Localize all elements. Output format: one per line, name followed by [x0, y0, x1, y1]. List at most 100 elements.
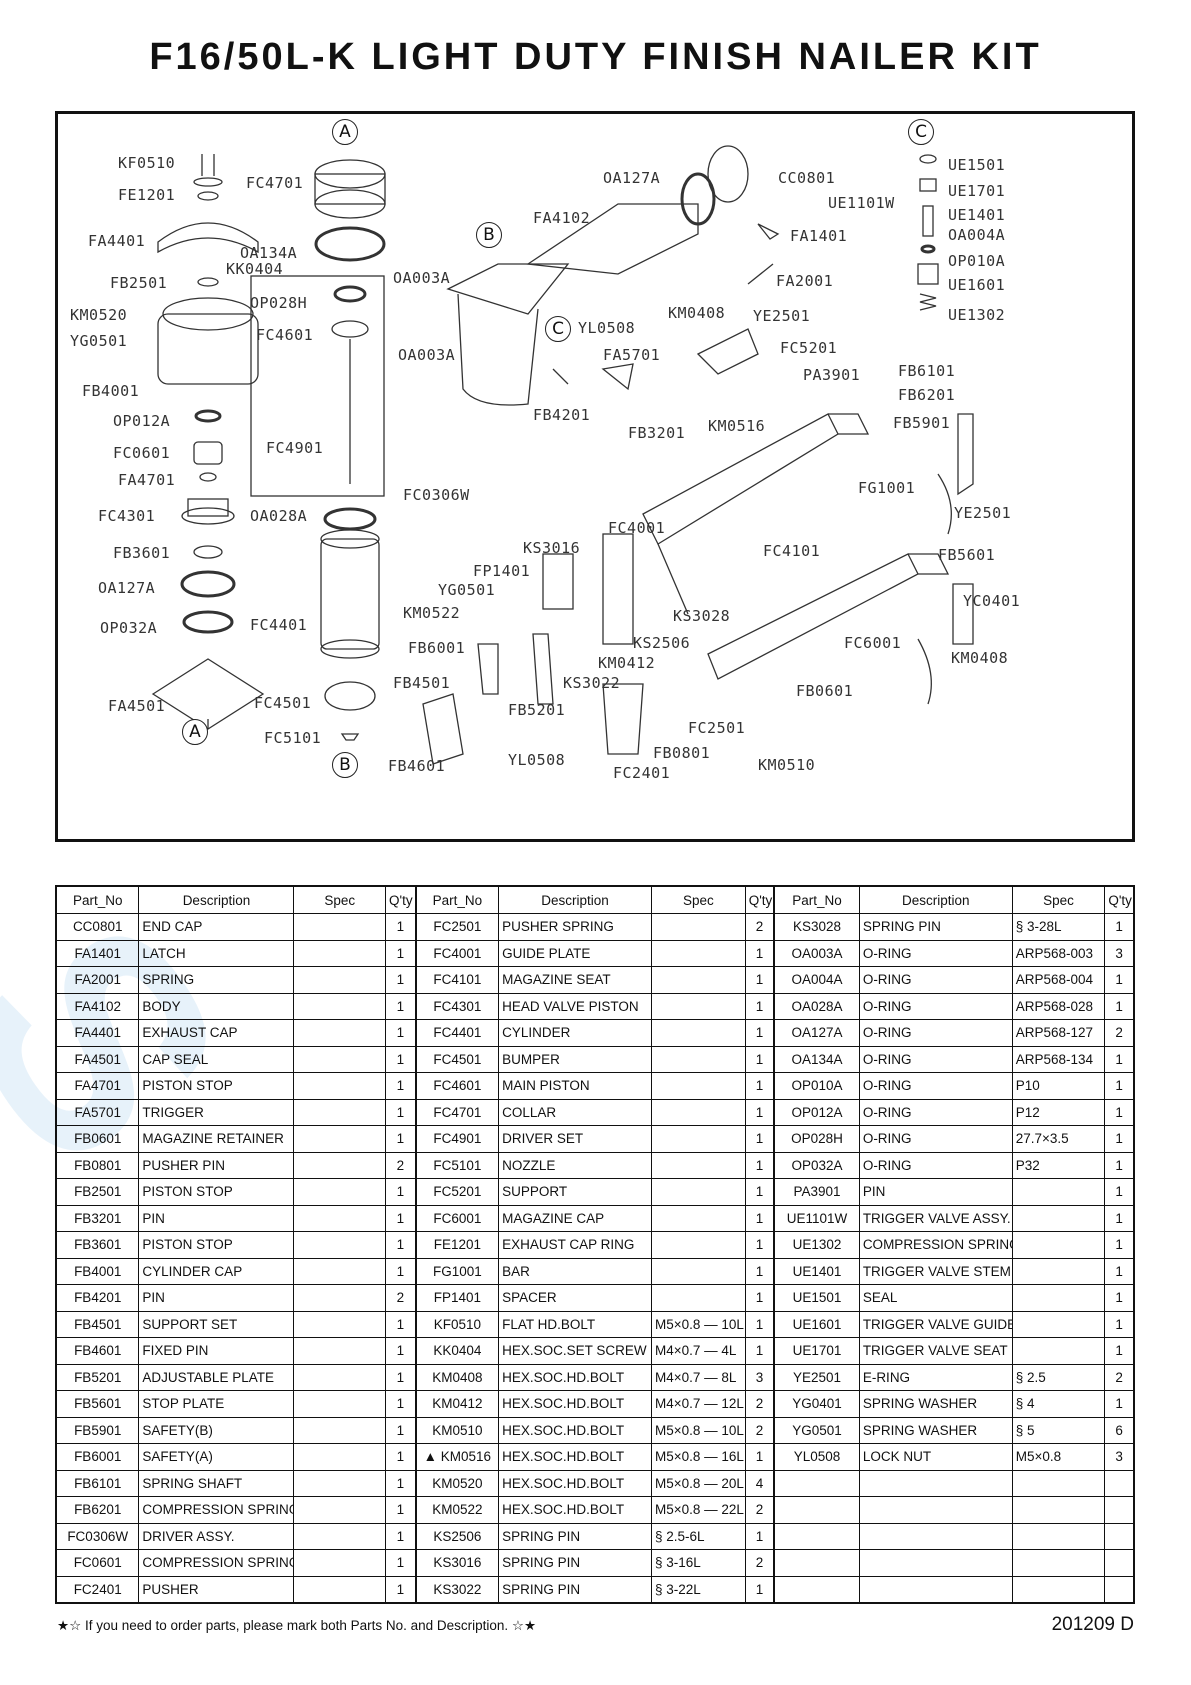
spec-cell: M5×0.8 — 10L	[651, 1310, 746, 1338]
part-no-cell: UE1302	[773, 1231, 860, 1259]
qty-cell: 1	[385, 1231, 417, 1259]
part-callout-label: FC6001	[844, 634, 902, 652]
spec-cell	[1011, 1310, 1106, 1338]
qty-cell: 1	[744, 939, 775, 967]
qty-cell: 1	[1104, 1125, 1135, 1153]
part-callout-label: KS3028	[673, 607, 731, 625]
part-callout-label: KF0510	[118, 154, 176, 172]
spec-cell	[293, 1390, 387, 1418]
part-callout-label: UE1401	[948, 206, 1006, 224]
qty-cell: 3	[1104, 939, 1135, 967]
part-no-cell: CC0801	[55, 913, 140, 941]
part-no-cell: UE1501	[773, 1284, 860, 1312]
description-cell: TRIGGER VALVE STEM	[858, 1257, 1013, 1285]
qty-cell: 1	[1104, 1284, 1135, 1312]
description-cell: CYLINDER CAP	[138, 1257, 295, 1285]
qty-cell: 6	[1104, 1416, 1135, 1444]
qty-cell: 1	[1104, 1337, 1135, 1365]
part-no-cell: YE2501	[773, 1363, 860, 1391]
description-cell: PIN	[138, 1204, 295, 1232]
part-no-cell: FC4901	[414, 1125, 500, 1153]
description-cell	[858, 1469, 1013, 1497]
qty-cell: 2	[744, 1416, 775, 1444]
qty-cell: 1	[1104, 1151, 1135, 1179]
part-callout-label: FC4501	[254, 694, 312, 712]
spec-cell	[293, 1098, 387, 1126]
part-callout-label: FC0601	[113, 444, 171, 462]
qty-cell: 1	[385, 1257, 417, 1285]
spec-cell	[651, 1098, 746, 1126]
part-callout-label: FA4701	[118, 471, 176, 489]
part-no-cell: UE1101W	[773, 1204, 860, 1232]
description-cell: SPRING PIN	[498, 1549, 652, 1577]
spec-cell: ARP568-004	[1011, 966, 1106, 994]
qty-cell: 1	[1104, 992, 1135, 1020]
spec-cell	[293, 1125, 387, 1153]
spec-cell	[1011, 1496, 1106, 1524]
description-cell: PUSHER PIN	[138, 1151, 295, 1179]
description-cell: SPACER	[498, 1284, 652, 1312]
part-callout-label: FC2401	[613, 764, 671, 782]
spec-cell: ARP568-134	[1011, 1045, 1106, 1073]
description-cell: E-RING	[858, 1363, 1013, 1391]
qty-cell: 1	[1104, 1310, 1135, 1338]
header-spec: Spec	[293, 885, 387, 914]
spec-cell	[293, 1469, 387, 1497]
description-cell: O-RING	[858, 1151, 1013, 1179]
spec-cell	[293, 1204, 387, 1232]
spec-cell: M4×0.7 — 8L	[651, 1363, 746, 1391]
qty-cell: 2	[385, 1151, 417, 1179]
description-cell: EXHAUST CAP	[138, 1019, 295, 1047]
description-cell: HEX.SOC.HD.BOLT	[498, 1363, 652, 1391]
part-callout-label: OP012A	[113, 412, 171, 430]
part-callout-label: FC5201	[780, 339, 838, 357]
description-cell: SAFETY(A)	[138, 1443, 295, 1471]
description-cell: END CAP	[138, 913, 295, 941]
spec-cell	[293, 939, 387, 967]
part-no-cell: YG0401	[773, 1390, 860, 1418]
part-no-cell: FB5601	[55, 1390, 140, 1418]
description-cell: TRIGGER	[138, 1098, 295, 1126]
part-callout-label: KK0404	[226, 260, 284, 278]
part-callout-label: FC4601	[256, 326, 314, 344]
qty-cell: 2	[744, 1496, 775, 1524]
part-callout-label: FC5101	[264, 729, 322, 747]
part-no-cell: FC4601	[414, 1072, 500, 1100]
spec-cell: ARP568-003	[1011, 939, 1106, 967]
part-callout-label: YE2501	[753, 307, 811, 325]
part-no-cell: FB5901	[55, 1416, 140, 1444]
part-callout-label: FB5201	[508, 701, 566, 719]
part-no-cell: OP032A	[773, 1151, 860, 1179]
description-cell: DRIVER SET	[498, 1125, 652, 1153]
qty-cell: 1	[1104, 913, 1135, 941]
part-callout-label: FA1401	[790, 227, 848, 245]
description-cell: PUSHER SPRING	[498, 913, 652, 941]
part-callout-label: FB0801	[653, 744, 711, 762]
part-no-cell: FB0801	[55, 1151, 140, 1179]
qty-cell: 2	[385, 1284, 417, 1312]
header-qty: Q'ty	[385, 885, 417, 914]
spec-cell	[651, 1257, 746, 1285]
part-callout-label: KM0510	[758, 756, 816, 774]
section-marker: A	[332, 119, 358, 145]
spec-cell: M4×0.7 — 12L	[651, 1390, 746, 1418]
part-no-cell: UE1601	[773, 1310, 860, 1338]
qty-cell: 3	[1104, 1443, 1135, 1471]
part-no-cell: FB3601	[55, 1231, 140, 1259]
part-callout-label: OA134A	[240, 244, 298, 262]
part-callout-label: KS3022	[563, 674, 621, 692]
spec-cell	[1011, 1575, 1106, 1604]
part-callout-label: KM0408	[951, 649, 1009, 667]
description-cell: PISTON STOP	[138, 1178, 295, 1206]
qty-cell: 1	[1104, 1390, 1135, 1418]
part-callout-label: FB3201	[628, 424, 686, 442]
description-cell: HEX.SOC.HD.BOLT	[498, 1469, 652, 1497]
part-callout-label: FB3601	[113, 544, 171, 562]
description-cell: PIN	[138, 1284, 295, 1312]
qty-cell: 1	[385, 1443, 417, 1471]
